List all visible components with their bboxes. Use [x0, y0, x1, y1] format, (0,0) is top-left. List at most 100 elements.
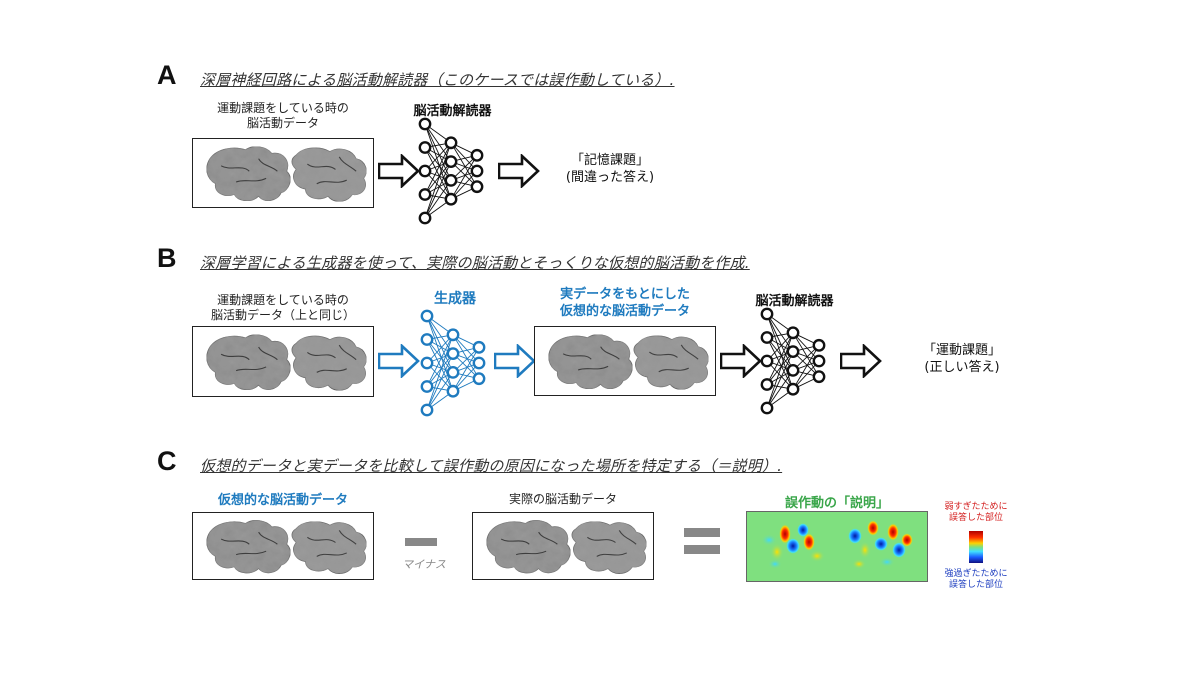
network-node	[444, 155, 458, 168]
network-node	[760, 354, 774, 368]
neural-network-icon	[418, 117, 484, 225]
network-edge	[424, 142, 452, 195]
section-b-decoder-label: 脳活動解読器	[755, 294, 834, 309]
network-node	[472, 340, 486, 354]
network-node	[786, 326, 800, 340]
network-node	[446, 384, 460, 398]
brain-map-icon	[535, 327, 715, 395]
legend-line: 誤答した部位	[948, 580, 1003, 590]
network-node	[470, 164, 484, 178]
network-node	[786, 345, 800, 358]
section-b-virtual-caption: 実データをもとにした 仮想的な脳活動データ	[534, 286, 716, 320]
section-c-legend-top: 弱すぎたために 誤答した部位	[936, 502, 1016, 524]
network-edge	[766, 332, 794, 385]
section-c-real-brain-image	[472, 512, 654, 580]
network-node	[418, 117, 432, 131]
network-edge	[766, 332, 794, 409]
network-edge	[452, 334, 480, 379]
network-node	[418, 141, 432, 154]
section-b-generator-label: 生成器	[434, 291, 476, 307]
right-arrow-icon	[498, 154, 540, 188]
network-node	[446, 347, 460, 360]
section-c-minus-label: マイナス	[402, 558, 446, 571]
legend-line: 誤答した部位	[948, 513, 1003, 523]
legend-line: 強過ぎたために	[944, 569, 1008, 579]
section-c-explanation-label: 誤作動の「説明」	[784, 496, 889, 511]
network-edge	[424, 161, 452, 219]
network-edge	[792, 345, 820, 390]
right-arrow-icon	[494, 344, 536, 378]
section-a-title: 深層神経回路による脳活動解読器（このケースでは誤作動している）.	[200, 71, 675, 89]
network-edge	[766, 351, 794, 385]
section-c-title: 仮想的データと実データを比較して誤作動の原因になった場所を特定する（＝説明）.	[200, 457, 783, 475]
caption-line: 脳活動データ	[246, 116, 319, 130]
network-node	[786, 364, 800, 377]
right-arrow-icon	[378, 154, 420, 188]
brain-map-icon	[473, 513, 653, 579]
network-node	[812, 370, 826, 384]
network-node	[444, 174, 458, 187]
network-node	[760, 307, 774, 321]
network-node	[420, 309, 434, 323]
neural-network-icon	[760, 307, 826, 415]
right-arrow-icon	[378, 344, 420, 378]
answer-line: 「記憶課題」	[570, 153, 649, 168]
section-c-virtual-label: 仮想的な脳活動データ	[217, 493, 348, 508]
network-edge	[426, 353, 454, 411]
section-a-brain-image	[192, 138, 374, 208]
answer-line: (正しい答え)	[924, 360, 1000, 375]
legend-line: 弱すぎたために	[944, 502, 1008, 512]
brain-map-icon	[761, 520, 913, 569]
network-node	[760, 378, 774, 391]
network-node	[444, 136, 458, 150]
caption-line: 運動課題をしている時の	[217, 293, 349, 307]
section-b-input-caption: 運動課題をしている時の 脳活動データ（上と同じ）	[192, 293, 374, 323]
right-arrow-icon	[720, 344, 762, 378]
network-edge	[426, 339, 454, 392]
equals-sign-icon	[684, 528, 720, 554]
network-edge	[452, 347, 480, 392]
section-c-virtual-brain-image	[192, 512, 374, 580]
network-node	[470, 180, 484, 194]
network-edge	[424, 180, 452, 219]
right-arrow-icon	[840, 344, 882, 378]
brain-map-icon	[193, 327, 373, 396]
caption-line: 実データをもとにした	[560, 287, 690, 302]
network-node	[760, 401, 774, 415]
network-edge	[766, 370, 794, 409]
network-node	[446, 366, 460, 379]
colorbar-icon	[969, 531, 983, 563]
network-node	[418, 211, 432, 225]
caption-line: 脳活動データ（上と同じ）	[210, 308, 355, 322]
network-node	[418, 188, 432, 201]
network-edge	[766, 337, 794, 390]
network-edge	[426, 353, 454, 387]
minus-sign-icon	[405, 538, 437, 546]
section-b-virtual-brain-image	[534, 326, 716, 396]
network-node	[472, 356, 486, 370]
section-b-answer: 「運動課題」 (正しい答え)	[892, 342, 1032, 376]
network-edge	[426, 334, 454, 387]
network-node	[418, 164, 432, 178]
network-edge	[426, 339, 454, 373]
caption-line: 運動課題をしている時の	[217, 101, 349, 115]
network-edge	[766, 351, 794, 409]
network-node	[444, 192, 458, 206]
network-edge	[426, 334, 454, 411]
brain-map-icon	[193, 139, 373, 207]
network-node	[786, 382, 800, 396]
network-node	[420, 333, 434, 346]
answer-line: 「運動課題」	[922, 343, 1001, 358]
network-edge	[424, 142, 452, 219]
network-node	[420, 403, 434, 417]
section-c-explanation-map	[746, 511, 928, 582]
brain-map-icon	[193, 513, 373, 579]
neural-network-icon	[420, 309, 486, 417]
network-edge	[424, 161, 452, 195]
answer-line: (間違った答え)	[565, 170, 655, 185]
section-a-decoder-label: 脳活動解読器	[413, 104, 492, 119]
network-edge	[450, 142, 478, 187]
network-edge	[424, 147, 452, 200]
section-b-letter: B	[157, 243, 177, 273]
section-c-legend-bottom: 強過ぎたために 誤答した部位	[936, 569, 1016, 591]
